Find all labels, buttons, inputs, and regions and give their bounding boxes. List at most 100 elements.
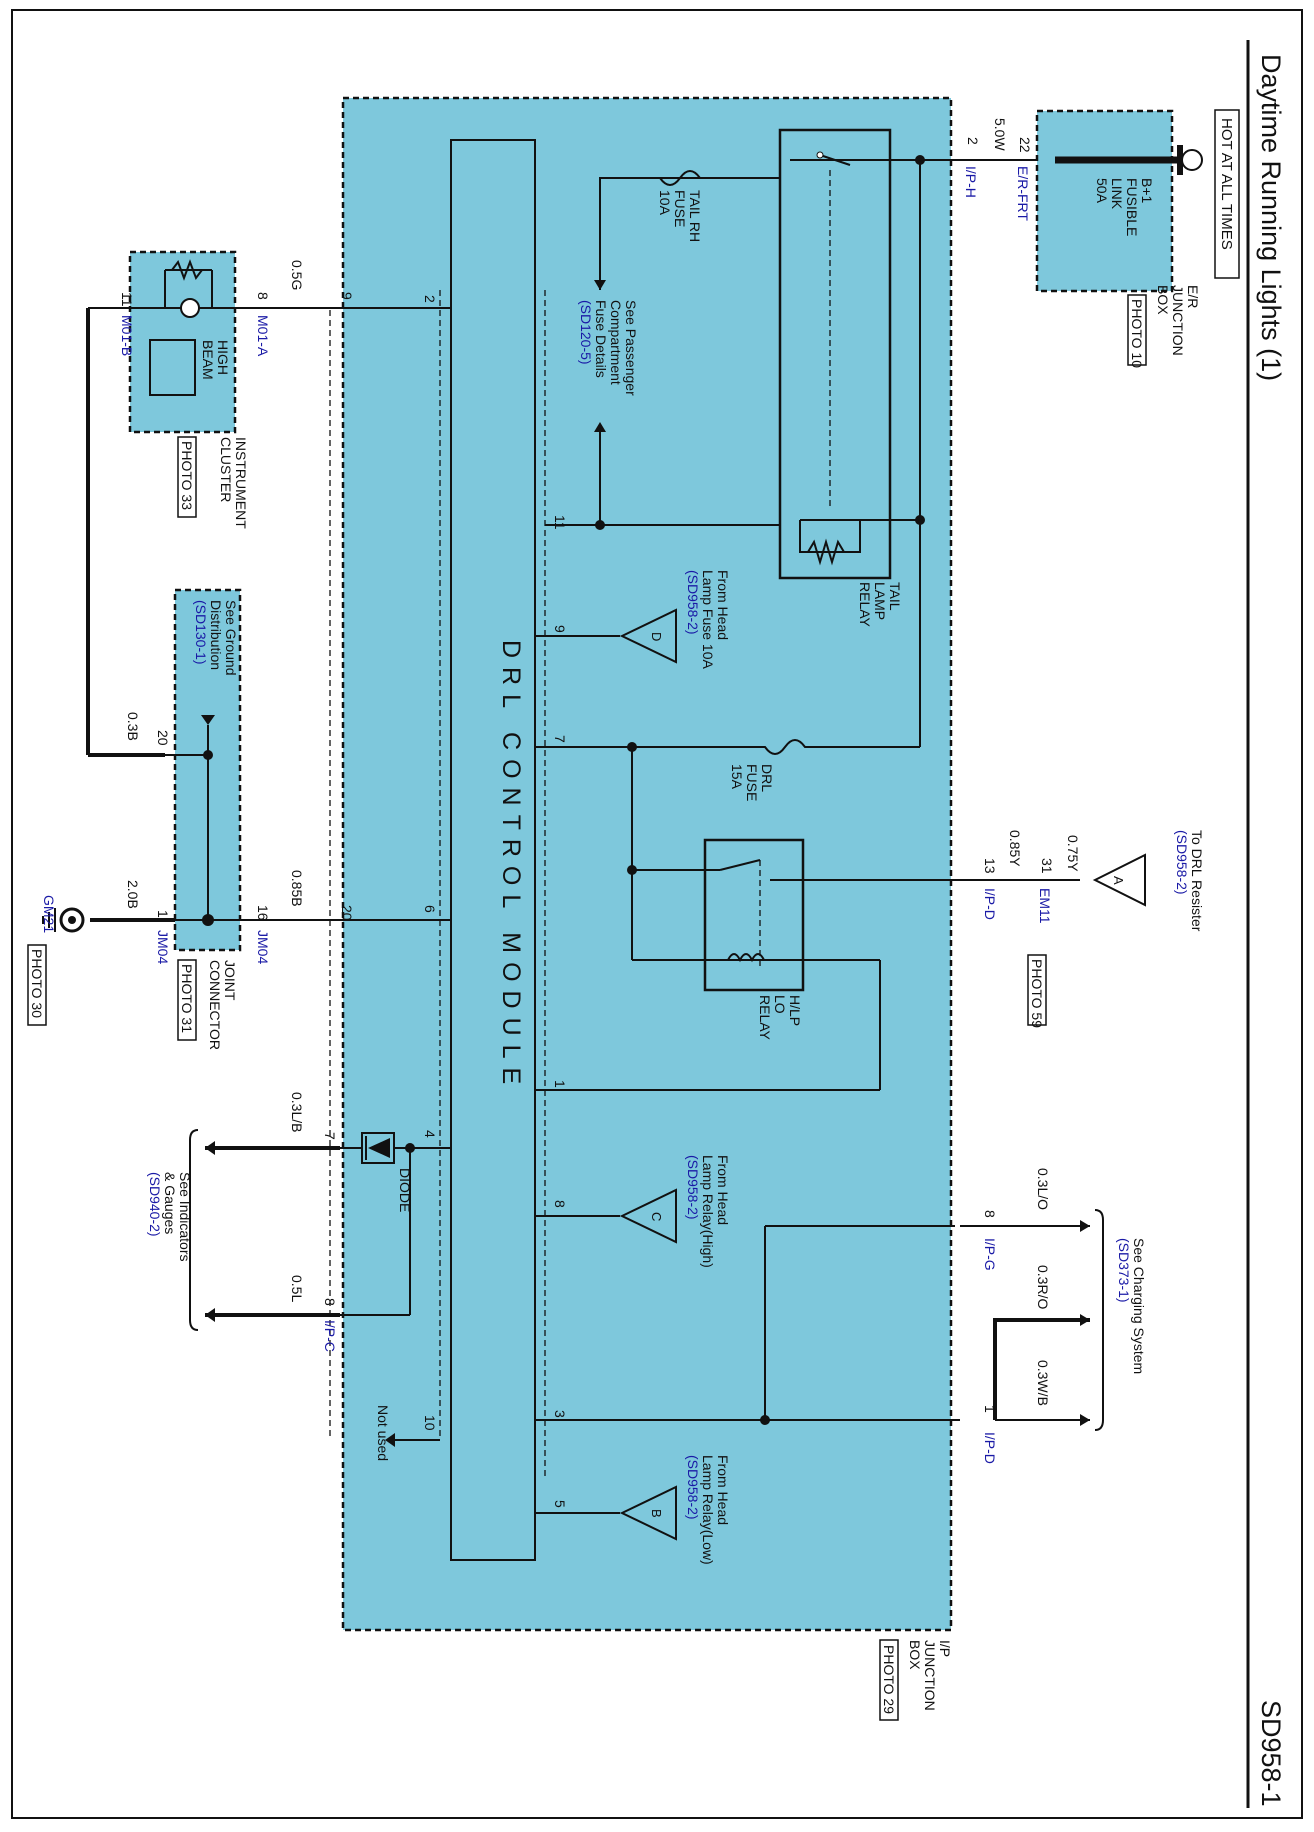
svg-text:Fuse Details: Fuse Details (593, 300, 609, 378)
svg-text:PHOTO 30: PHOTO 30 (29, 949, 45, 1018)
svg-text:(SD130-1): (SD130-1) (193, 600, 209, 665)
svg-text:8: 8 (322, 1298, 338, 1306)
svg-text:I/P-D: I/P-D (982, 888, 998, 920)
svg-text:CLUSTER: CLUSTER (218, 437, 234, 502)
svg-text:Not used: Not used (375, 1405, 391, 1461)
svg-text:JOINT: JOINT (222, 960, 238, 1001)
svg-text:From Head: From Head (715, 1455, 731, 1525)
svg-text:9: 9 (339, 292, 355, 300)
drl-fuse (635, 739, 920, 755)
svg-text:15A: 15A (729, 764, 745, 790)
page-title: Daytime Running Lights (1) (1256, 54, 1286, 381)
module-label: DRL CONTROL MODULE (497, 640, 525, 1093)
svg-text:FUSE: FUSE (672, 190, 688, 227)
svg-text:PHOTO 59: PHOTO 59 (1029, 959, 1045, 1028)
svg-text:7: 7 (552, 735, 568, 743)
svg-text:5.0W: 5.0W (992, 118, 1008, 151)
svg-text:1: 1 (552, 1080, 568, 1088)
svg-text:1: 1 (982, 1405, 998, 1413)
svg-text:CONNECTOR: CONNECTOR (207, 960, 223, 1050)
svg-text:I/P-H: I/P-H (963, 166, 979, 198)
svg-text:2.0B: 2.0B (125, 880, 141, 909)
svg-text:FUSIBLE: FUSIBLE (1124, 178, 1140, 236)
svg-text:(SD373-1): (SD373-1) (1116, 1238, 1132, 1303)
svg-text:11: 11 (119, 292, 135, 307)
svg-text:I/P: I/P (937, 1640, 953, 1657)
svg-text:A: A (1111, 876, 1126, 885)
svg-text:22: 22 (1017, 137, 1033, 153)
svg-text:10A: 10A (657, 190, 673, 216)
svg-text:6: 6 (422, 905, 438, 913)
svg-text:BOX: BOX (907, 1640, 923, 1670)
connector-d-icon (619, 608, 677, 664)
page-id: SD958-1 (1256, 1700, 1286, 1807)
svg-text:9: 9 (552, 625, 568, 633)
svg-text:H/LP: H/LP (787, 995, 803, 1026)
instrument-cluster (128, 250, 237, 434)
svg-text:8: 8 (255, 292, 271, 300)
svg-text:RELAY: RELAY (857, 582, 873, 628)
svg-text:PHOTO 31: PHOTO 31 (179, 964, 195, 1033)
outer-frame (11, 9, 1303, 1819)
svg-text:5: 5 (552, 1500, 568, 1508)
svg-text:20: 20 (339, 905, 355, 921)
svg-text:TAIL RH: TAIL RH (687, 190, 703, 242)
svg-text:0.3L/O: 0.3L/O (1035, 1168, 1051, 1210)
svg-text:(SD120-5): (SD120-5) (578, 300, 594, 365)
svg-text:Lamp Fuse 10A: Lamp Fuse 10A (700, 570, 716, 669)
svg-text:1: 1 (155, 910, 171, 918)
svg-text:8: 8 (552, 1200, 568, 1208)
svg-text:JUNCTION: JUNCTION (1170, 285, 1186, 356)
high-beam-icon (149, 339, 196, 396)
svg-text:JM04: JM04 (255, 930, 271, 964)
svg-text:Lamp Relay(High): Lamp Relay(High) (700, 1155, 716, 1268)
ip-junction-box (341, 96, 953, 1632)
svg-text:LAMP: LAMP (872, 582, 888, 620)
svg-text:0.5L: 0.5L (289, 1275, 305, 1302)
svg-text:I/P-C: I/P-C (322, 1320, 338, 1352)
svg-text:8: 8 (982, 1210, 998, 1218)
svg-text:20: 20 (155, 730, 171, 746)
hlp-lo-relay (703, 838, 805, 992)
svg-text:To DRL Resister: To DRL Resister (1189, 830, 1205, 932)
svg-text:10: 10 (422, 1415, 438, 1431)
connector-a-icon (1092, 853, 1146, 907)
svg-text:11: 11 (552, 515, 568, 530)
svg-text:E/R: E/R (1185, 285, 1201, 308)
svg-text:DIODE: DIODE (397, 1168, 413, 1212)
svg-text:16: 16 (255, 905, 271, 921)
svg-text:(SD958-2): (SD958-2) (685, 1455, 701, 1520)
svg-text:0.3R/O: 0.3R/O (1035, 1265, 1051, 1309)
svg-text:JM04: JM04 (155, 930, 171, 964)
svg-text:From Head: From Head (715, 570, 731, 640)
svg-text:GM21: GM21 (41, 895, 57, 933)
svg-text:C: C (649, 1212, 664, 1221)
svg-text:See Passenger: See Passenger (623, 300, 639, 396)
svg-text:HIGH: HIGH (215, 340, 231, 375)
svg-text:FUSE: FUSE (744, 764, 760, 801)
svg-text:7: 7 (322, 1132, 338, 1140)
svg-text:See Indicators: See Indicators (177, 1172, 193, 1262)
svg-text:DRL: DRL (759, 764, 775, 792)
battery-terminal-icon (1181, 149, 1203, 171)
svg-text:From Head: From Head (715, 1155, 731, 1225)
svg-text:2: 2 (965, 137, 981, 145)
svg-text:M01-B: M01-B (119, 315, 135, 356)
hot-at-all-times: HOT AT ALL TIMES (1218, 118, 1235, 250)
svg-text:BEAM: BEAM (200, 340, 216, 380)
svg-text:50A: 50A (1094, 178, 1110, 204)
svg-text:PHOTO 33: PHOTO 33 (179, 441, 195, 510)
svg-text:B+1: B+1 (1139, 178, 1155, 204)
svg-text:31: 31 (1039, 858, 1055, 874)
svg-text:0.3B: 0.3B (125, 712, 141, 741)
svg-text:3: 3 (552, 1410, 568, 1418)
er-junction-box (1035, 109, 1174, 293)
svg-text:0.75Y: 0.75Y (1065, 835, 1081, 872)
svg-text:See Ground: See Ground (223, 600, 239, 676)
svg-text:0.5G: 0.5G (289, 260, 305, 290)
svg-text:PHOTO 29: PHOTO 29 (881, 1645, 897, 1714)
connector-c-icon (619, 1188, 677, 1244)
tail-lamp-relay (778, 128, 892, 580)
svg-text:See Charging System: See Charging System (1131, 1238, 1147, 1374)
